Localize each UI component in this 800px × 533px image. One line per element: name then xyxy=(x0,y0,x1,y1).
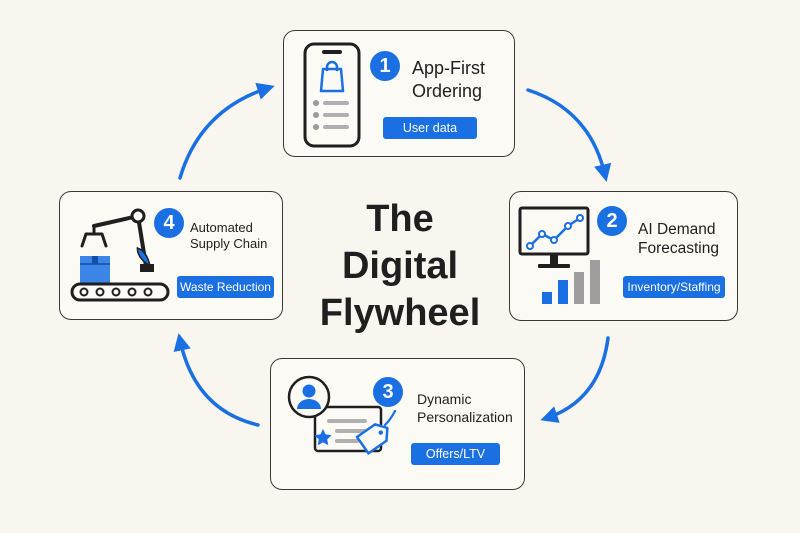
step-title-line: App-First xyxy=(412,58,486,78)
step-title-line: Automated xyxy=(190,220,253,235)
robot-arm-conveyor-icon xyxy=(70,208,170,302)
diagram-title-line: The xyxy=(366,198,434,240)
step-tag: Offers/LTV xyxy=(411,443,500,465)
diagram-title-line: Flywheel xyxy=(319,292,481,334)
step-title-line: Ordering xyxy=(412,80,483,101)
diagram-title-line: Digital xyxy=(341,245,459,287)
step-card-dynamic-personalization: 3 Dynamic Personalization Offers/LTV xyxy=(270,358,525,490)
step-card-automated-supply-chain: 4 Automated Supply Chain Waste Reduction xyxy=(59,191,283,320)
step-title: Automated Supply Chain xyxy=(190,220,267,253)
step-tag: Waste Reduction xyxy=(177,276,274,298)
step-title-line: Dynamic xyxy=(417,391,472,407)
step-title-line: Personalization xyxy=(417,408,513,425)
step-title: Dynamic Personalization xyxy=(417,391,513,426)
arrow-step1-to-step2 xyxy=(526,88,612,182)
step-card-ai-demand-forecasting: 2 AI Demand Forecasting Inventory/Staffi… xyxy=(509,191,738,321)
step-number-badge: 1 xyxy=(370,51,400,81)
step-number-badge: 2 xyxy=(597,206,627,236)
smartphone-shopping-bag-icon xyxy=(303,42,361,148)
step-title: App-First Ordering xyxy=(412,57,485,102)
step-title-line: Forecasting xyxy=(638,240,719,258)
step-card-app-first-ordering: 1 App-First Ordering User data xyxy=(283,30,515,157)
step-number-badge: 4 xyxy=(154,208,184,238)
step-tag: User data xyxy=(383,117,477,139)
arrow-step3-to-step4 xyxy=(173,333,260,427)
monitor-trend-chart-icon xyxy=(518,206,600,304)
step-title: AI Demand Forecasting xyxy=(638,220,719,259)
arrow-step2-to-step3 xyxy=(540,336,610,423)
step-tag: Inventory/Staffing xyxy=(623,276,725,298)
arrow-step4-to-step1 xyxy=(178,82,275,180)
user-profile-offer-tag-icon xyxy=(287,375,397,455)
diagram-title: The Digital Flywheel xyxy=(290,196,510,337)
step-title-line: AI Demand xyxy=(638,221,716,238)
step-title-line: Supply Chain xyxy=(190,236,268,252)
step-number-badge: 3 xyxy=(373,377,403,407)
